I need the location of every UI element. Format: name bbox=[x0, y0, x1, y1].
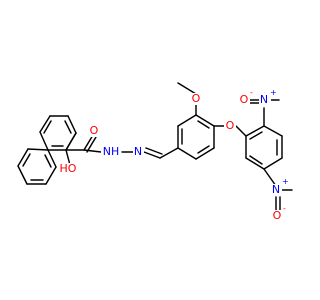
carbonyl-oxygen-label: O bbox=[90, 124, 99, 137]
bond bbox=[197, 120, 210, 129]
bond bbox=[83, 149, 102, 153]
label-background bbox=[259, 94, 271, 106]
bond bbox=[177, 147, 197, 160]
top-nitro-positive-charge: + bbox=[270, 88, 277, 97]
label-background bbox=[101, 146, 121, 158]
bond bbox=[263, 168, 277, 187]
bond bbox=[197, 145, 210, 154]
bond bbox=[177, 82, 197, 95]
bottom-nitro-nitrogen-label: N bbox=[272, 183, 280, 196]
bond bbox=[43, 120, 52, 134]
label-background bbox=[224, 120, 236, 132]
bond bbox=[27, 148, 49, 151]
bond bbox=[263, 157, 283, 170]
label-background bbox=[59, 163, 77, 175]
bond bbox=[235, 125, 247, 137]
bond bbox=[249, 131, 263, 140]
label-background bbox=[270, 184, 282, 196]
hydroxyl-label: HO bbox=[60, 162, 77, 175]
bond bbox=[39, 131, 49, 151]
label-background bbox=[190, 93, 202, 105]
bond bbox=[177, 114, 197, 127]
bond bbox=[17, 165, 28, 185]
top-nitro-nitrogen-label: N bbox=[260, 93, 268, 106]
top-nitro-oxygen-label: O bbox=[240, 93, 249, 106]
carbon-bonds bbox=[17, 82, 283, 187]
label-background bbox=[133, 146, 144, 158]
bottom-nitro-oxygen-label: O bbox=[273, 209, 282, 222]
bond bbox=[17, 148, 29, 167]
bond bbox=[67, 115, 77, 134]
top-nitro-negative-charge: - bbox=[250, 88, 253, 97]
bond bbox=[44, 154, 52, 168]
label-background bbox=[238, 94, 250, 106]
bond bbox=[65, 149, 71, 166]
bond bbox=[195, 114, 215, 127]
ether-oxygen-label: O bbox=[226, 119, 235, 132]
atom-labels: O NH N HO O O N + O - N + O - bbox=[60, 88, 289, 222]
imine-nitrogen-label: N bbox=[134, 145, 142, 158]
amide-nh-label: NH bbox=[103, 145, 120, 158]
atom-label-backgrounds bbox=[59, 93, 283, 222]
bond bbox=[145, 147, 163, 155]
label-background bbox=[271, 210, 283, 222]
bond bbox=[47, 149, 57, 168]
bond bbox=[65, 132, 77, 151]
bond bbox=[64, 120, 72, 134]
bond bbox=[22, 153, 31, 167]
bond bbox=[195, 147, 215, 160]
bond bbox=[45, 166, 57, 185]
bond bbox=[245, 125, 265, 137]
bottom-nitro-negative-charge: - bbox=[283, 204, 286, 213]
molecule-diagram: O NH N HO O O N + O - N + O - bbox=[17, 82, 293, 222]
label-background bbox=[88, 125, 100, 137]
bond bbox=[159, 147, 179, 159]
bond bbox=[39, 115, 51, 133]
bond bbox=[86, 136, 97, 153]
bond bbox=[83, 134, 94, 151]
bond bbox=[263, 125, 283, 137]
bottom-nitro-positive-charge: + bbox=[282, 177, 289, 186]
bond bbox=[143, 151, 161, 159]
methoxy-oxygen-label: O bbox=[192, 92, 201, 105]
bond bbox=[249, 155, 263, 165]
bond bbox=[245, 157, 265, 170]
